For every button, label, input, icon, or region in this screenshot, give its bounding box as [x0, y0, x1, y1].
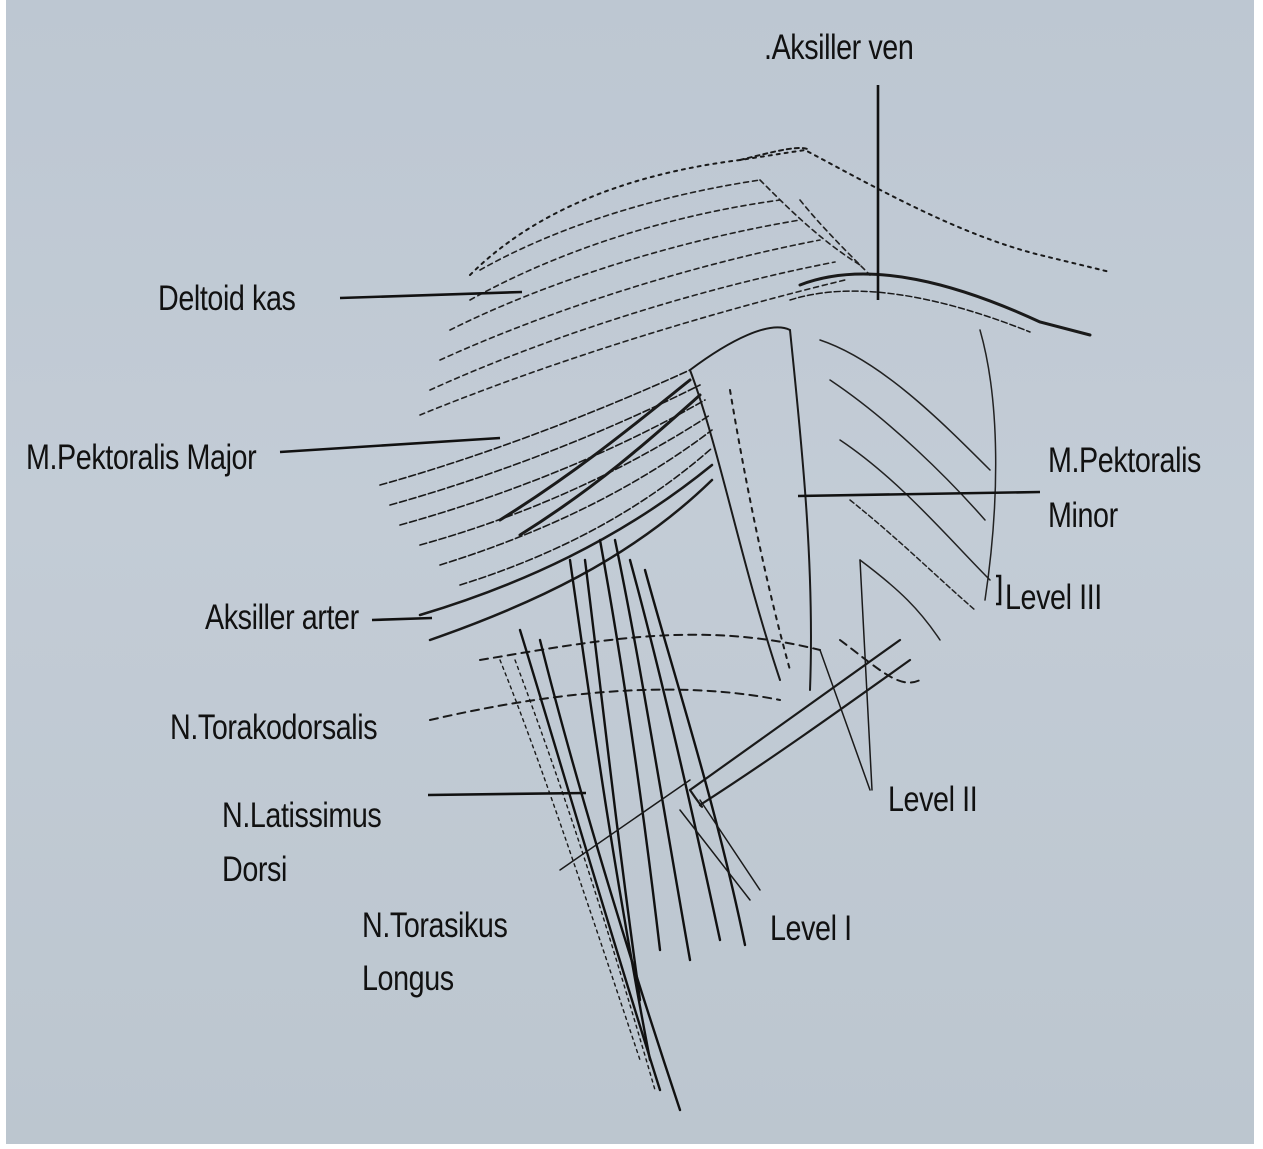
leader-pek-minor: [798, 492, 1040, 496]
label-aksiller-ven: .Aksiller ven: [764, 30, 913, 65]
leader-deltoid: [340, 292, 522, 298]
long-thoracic-nerve: [500, 660, 655, 1090]
label-latissimus-line2: Dorsi: [222, 852, 287, 887]
leader-aks-arter: [372, 618, 432, 620]
neurovascular-bundle: [520, 540, 745, 1110]
deltoid-muscle: [420, 180, 870, 415]
label-level-ii: Level II: [888, 782, 977, 817]
label-torasikus-line2: Longus: [362, 961, 454, 996]
deltoid-top-edge: [740, 148, 810, 160]
rib-cage: [820, 330, 996, 640]
label-pektoralis-minor-line1: M.Pektoralis: [1048, 443, 1201, 478]
level3-bracket: [996, 576, 1000, 604]
label-pektoralis-minor-line2: Minor: [1048, 498, 1118, 533]
label-level-iii: Level III: [1005, 580, 1102, 615]
label-level-i: Level I: [770, 911, 852, 946]
clavicle-lower: [790, 291, 1030, 332]
label-pektoralis-major: M.Pektoralis Major: [26, 440, 256, 475]
leader-latissimus: [428, 793, 586, 795]
label-latissimus-line1: N.Latissimus: [222, 798, 381, 833]
latissimus-band: [690, 640, 910, 807]
deltoid-contour: [470, 150, 1110, 275]
label-aksiller-arter: Aksiller arter: [205, 600, 359, 635]
label-torasikus-line1: N.Torasikus: [362, 908, 507, 943]
leader-pek-major: [280, 438, 500, 452]
label-deltoid: Deltoid kas: [158, 281, 295, 316]
label-torakodorsalis: N.Torakodorsalis: [170, 710, 377, 745]
level-pointer-lines: [560, 560, 872, 900]
